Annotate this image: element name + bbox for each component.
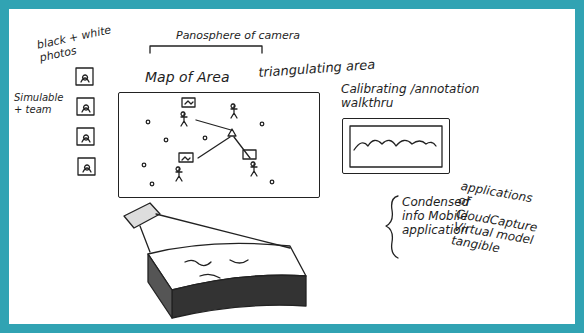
map-dot: [164, 138, 168, 142]
map-photo-mark: [185, 101, 193, 104]
map-dot: [203, 136, 207, 140]
map-photo-mark: [182, 157, 190, 160]
stick-figure: [231, 104, 237, 118]
curly-brace: [386, 196, 398, 258]
box-heading: Calibrating /annotation walkthru: [341, 83, 509, 111]
portrait: [83, 165, 91, 172]
bracket: [150, 46, 262, 53]
sketch-box: Calibrating /annotation walkthru: [342, 118, 450, 174]
note-label: applications of CloudCapture Virtual mod…: [450, 180, 547, 263]
box-heading: Map of Area: [145, 69, 229, 85]
map-dot: [260, 122, 264, 126]
map-dot: [270, 180, 274, 184]
mountain-line: [354, 140, 436, 150]
map-photo: [179, 153, 193, 162]
tangible-front: [172, 275, 306, 318]
note-label: Simulable + team: [14, 92, 72, 115]
photo-square: [77, 98, 94, 115]
screen-inner: [350, 126, 442, 167]
note-label: Panosphere of camera: [176, 30, 300, 43]
map-dot: [142, 163, 146, 167]
portrait: [82, 105, 90, 112]
projector: [124, 203, 160, 228]
tangible-side: [148, 254, 172, 318]
map-photo: [243, 150, 256, 159]
stick-figure: [251, 162, 257, 176]
portrait: [81, 75, 89, 82]
triangulation-lines: [196, 120, 250, 158]
photo-square: [77, 128, 94, 145]
paper-sheet: [9, 9, 575, 324]
sketch-box: Map of Area: [118, 92, 320, 198]
photo-square: [76, 68, 93, 85]
terrain-squiggle: [185, 260, 248, 278]
map-dot: [150, 182, 154, 186]
stick-figure: [176, 167, 182, 181]
map-photo: [182, 98, 195, 107]
portrait: [82, 135, 90, 142]
photo-square: [78, 158, 95, 175]
projection-beam: [140, 214, 290, 252]
map-dot: [146, 120, 150, 124]
stick-figure: [181, 112, 187, 126]
